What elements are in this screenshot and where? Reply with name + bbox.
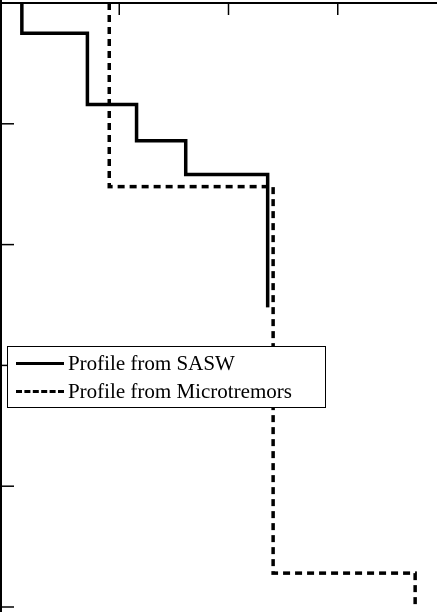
- series-line-0: [20, 3, 270, 308]
- series-line-1: [107, 3, 417, 607]
- legend-swatch-solid: [16, 362, 64, 365]
- legend-label-microtremors: Profile from Microtremors: [68, 379, 292, 403]
- legend-item-microtremors: Profile from Microtremors: [8, 377, 325, 405]
- legend-item-sasw: Profile from SASW: [8, 349, 325, 377]
- legend-label-sasw: Profile from SASW: [68, 351, 235, 375]
- legend: Profile from SASW Profile from Microtrem…: [7, 346, 326, 408]
- legend-swatch-dashed: [16, 390, 64, 393]
